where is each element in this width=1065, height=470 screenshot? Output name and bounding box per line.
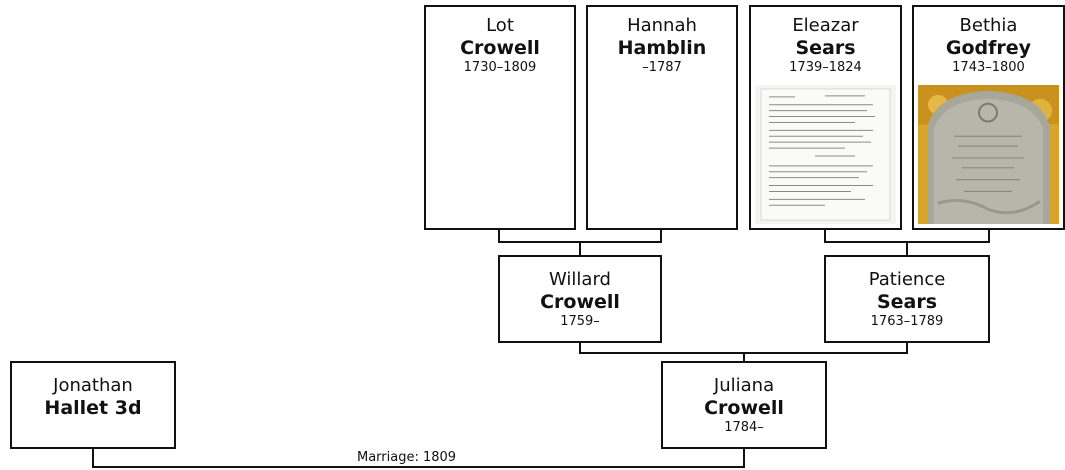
surname: Crowell <box>704 397 784 419</box>
person-card-patience-sears[interactable]: Patience Sears 1763–1789 <box>824 255 990 343</box>
person-card-hannah-hamblin[interactable]: Hannah Hamblin –1787 <box>586 5 738 230</box>
surname: Hamblin <box>617 37 707 59</box>
connector-willard-patience <box>906 342 908 354</box>
connector-lot-hannah <box>498 229 500 242</box>
given-name: Jonathan <box>53 375 133 396</box>
given-name: Eleazar <box>792 15 859 36</box>
marriage-label: Marriage: 1809 <box>355 450 459 466</box>
life-dates: 1739–1824 <box>789 60 862 75</box>
given-name: Juliana <box>713 375 775 396</box>
document-photo <box>755 85 896 224</box>
life-dates: 1759– <box>560 314 600 329</box>
person-card-eleazar-sears[interactable]: Eleazar Sears 1739–1824 <box>749 5 902 230</box>
surname: Crowell <box>460 37 540 59</box>
marriage-line <box>92 466 745 468</box>
person-card-lot-crowell[interactable]: Lot Crowell 1730–1809 <box>424 5 576 230</box>
person-card-juliana-crowell[interactable]: Juliana Crowell 1784– <box>661 361 827 449</box>
given-name: Hannah <box>627 15 697 36</box>
life-dates: 1730–1809 <box>463 60 537 75</box>
person-card-willard-crowell[interactable]: Willard Crowell 1759– <box>498 255 662 343</box>
connector-willard-patience <box>579 342 581 354</box>
marriage-line <box>92 448 94 468</box>
given-name: Bethia <box>959 15 1018 36</box>
surname: Sears <box>876 291 938 313</box>
connector-to-juliana <box>743 352 745 361</box>
marriage-line <box>743 448 745 468</box>
life-dates: 1743–1800 <box>952 60 1025 75</box>
connector-eleazar-bethia <box>824 229 826 242</box>
surname: Crowell <box>540 291 620 313</box>
person-card-jonathan-hallet[interactable]: Jonathan Hallet 3d <box>10 361 176 449</box>
life-dates: 1784– <box>724 420 764 435</box>
gravestone-photo <box>918 85 1059 224</box>
given-name: Patience <box>868 269 946 290</box>
connector-to-willard <box>579 241 581 256</box>
life-dates: 1763–1789 <box>870 314 944 329</box>
person-card-bethia-godfrey[interactable]: Bethia Godfrey 1743–1800 <box>912 5 1065 230</box>
life-dates: –1787 <box>642 60 682 75</box>
surname: Godfrey <box>945 37 1032 59</box>
surname: Hallet 3d <box>44 397 142 419</box>
connector-lot-hannah <box>660 229 662 242</box>
surname: Sears <box>795 37 856 59</box>
given-name: Willard <box>549 269 611 290</box>
given-name: Lot <box>486 15 514 36</box>
connector-to-patience <box>906 241 908 256</box>
connector-eleazar-bethia <box>988 229 990 242</box>
